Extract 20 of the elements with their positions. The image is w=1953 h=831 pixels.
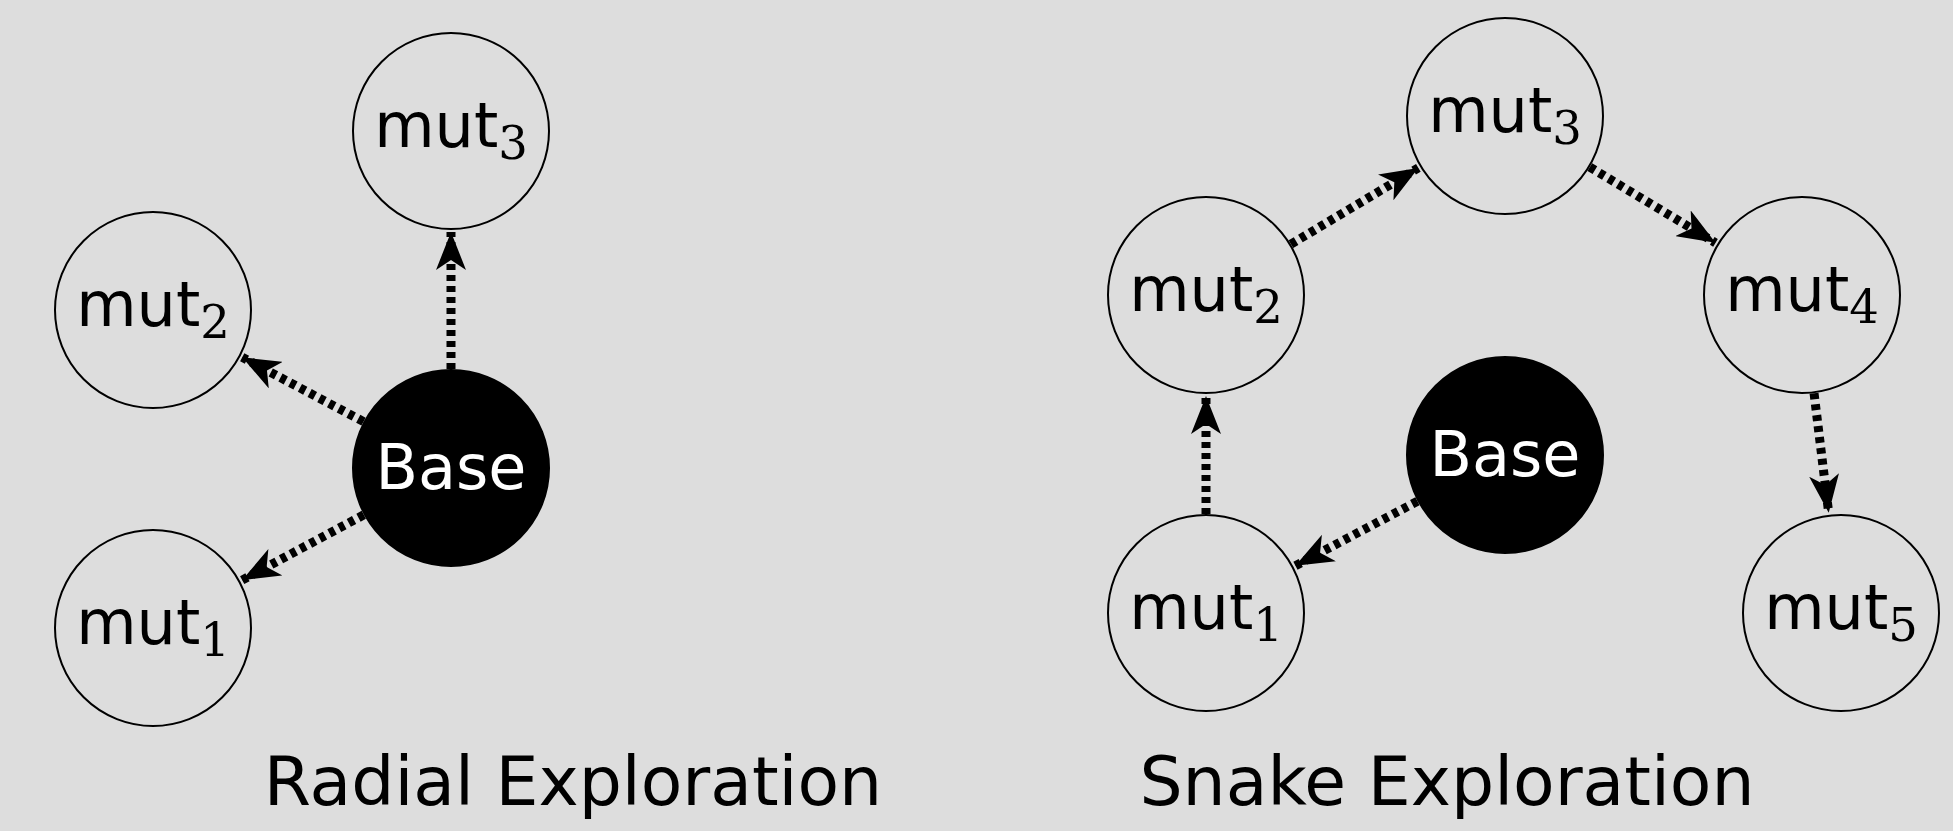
node-label: mut$_{5}$ <box>1764 577 1918 649</box>
arrow <box>1288 164 1421 248</box>
node-label: mut$_{3}$ <box>374 95 528 167</box>
arrow <box>1809 392 1839 514</box>
node-label: mut$_{2}$ <box>1129 259 1283 331</box>
node-label: Base <box>375 437 527 499</box>
diagram-caption: Radial Exploration <box>263 745 883 820</box>
arrow <box>239 510 366 585</box>
arrow <box>1293 497 1420 570</box>
arrow <box>240 353 366 426</box>
node-label: mut$_{1}$ <box>1129 577 1283 649</box>
node-label: mut$_{1}$ <box>76 592 230 664</box>
node-label: mut$_{4}$ <box>1725 259 1879 331</box>
arrow <box>1191 396 1221 514</box>
node-label: mut$_{2}$ <box>76 274 230 346</box>
node-label: mut$_{3}$ <box>1428 80 1582 152</box>
arrow <box>1587 163 1718 247</box>
diagram-caption: Snake Exploration <box>1139 745 1755 820</box>
node-label: Base <box>1429 424 1581 486</box>
arrow <box>436 232 466 369</box>
